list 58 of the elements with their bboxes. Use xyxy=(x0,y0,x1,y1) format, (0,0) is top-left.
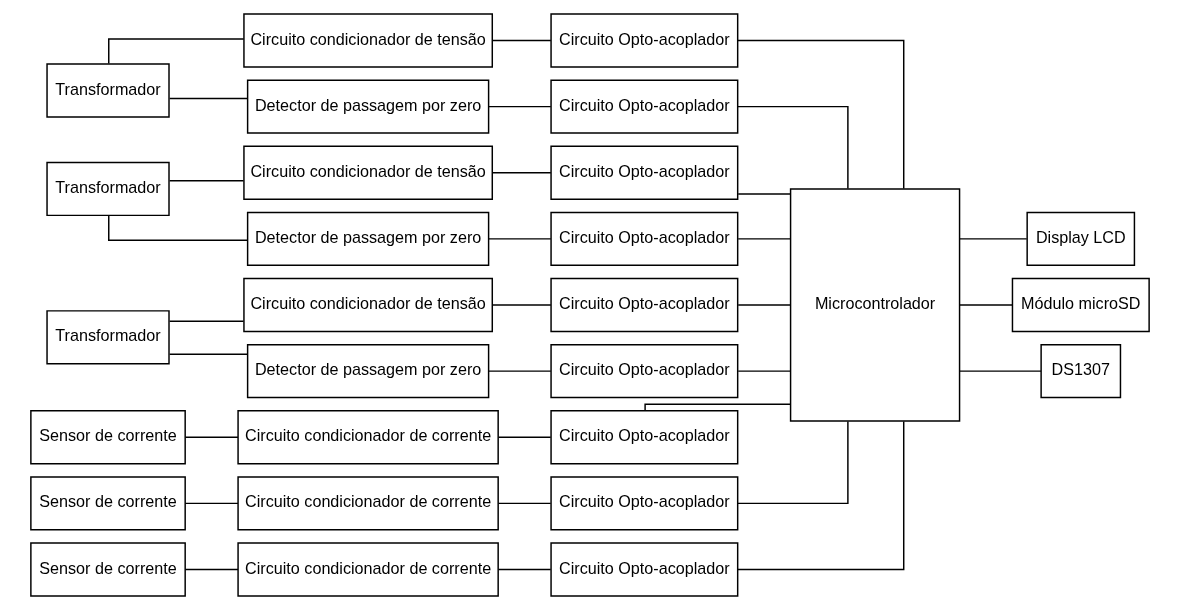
node-box: Display LCD xyxy=(1025,211,1135,267)
node-box: Circuito Opto-acoplador xyxy=(549,542,738,597)
node-box: Circuito Opto-acoplador xyxy=(549,277,738,333)
connector xyxy=(168,320,244,322)
connector xyxy=(184,502,239,505)
connector xyxy=(958,238,1027,240)
node-box: Transformador xyxy=(45,310,170,365)
node-box: Circuito Opto-acoplador xyxy=(549,476,738,531)
node-box: Detector de passagem por zero xyxy=(246,343,489,399)
connector xyxy=(487,370,552,372)
node-box: DS1307 xyxy=(1039,343,1121,399)
node-box: Circuito condicionador de corrente xyxy=(236,410,499,465)
node-box: Transformador xyxy=(45,63,170,118)
node-box: Sensor de corrente xyxy=(29,476,186,531)
connector xyxy=(643,403,791,412)
node-box: Circuito Opto-acoplador xyxy=(549,410,738,465)
connector xyxy=(958,370,1042,372)
connector xyxy=(497,436,551,438)
connector xyxy=(107,38,244,65)
node-box: Circuito Opto-acoplador xyxy=(549,13,738,68)
node-box: Circuito Opto-acoplador xyxy=(549,79,738,134)
node-box: Circuito Opto-acoplador xyxy=(549,343,738,399)
connector xyxy=(487,105,552,108)
connector xyxy=(107,215,248,242)
node-box: Sensor de corrente xyxy=(29,410,186,465)
connector xyxy=(736,420,849,505)
connector xyxy=(736,420,904,571)
connector xyxy=(736,105,849,190)
node-box: Circuito condicionador de tensão xyxy=(242,277,493,333)
connector xyxy=(168,180,244,182)
connector xyxy=(497,568,551,571)
node-box: Circuito Opto-acoplador xyxy=(549,145,738,200)
node-box: Circuito Opto-acoplador xyxy=(549,211,738,267)
node-box: Detector de passagem por zero xyxy=(246,79,489,134)
connector xyxy=(736,193,791,195)
node-box: Detector de passagem por zero xyxy=(246,211,489,267)
node-box: Circuito condicionador de corrente xyxy=(236,542,499,597)
connector xyxy=(736,370,791,372)
node-box: Microcontrolador xyxy=(789,188,960,422)
node-box: Circuito condicionador de tensão xyxy=(242,145,493,200)
node-box: Módulo microSD xyxy=(1011,277,1150,333)
connector xyxy=(736,238,791,240)
connector xyxy=(736,39,904,190)
connector xyxy=(491,172,552,174)
connector xyxy=(168,353,248,355)
connector xyxy=(491,39,552,42)
connector xyxy=(168,97,248,100)
connector xyxy=(958,304,1013,306)
node-box: Circuito condicionador de corrente xyxy=(236,476,499,531)
connector xyxy=(184,436,239,438)
node-box: Sensor de corrente xyxy=(29,542,186,597)
node-box: Transformador xyxy=(45,161,170,217)
connector xyxy=(184,568,239,571)
connector xyxy=(736,304,791,306)
connector xyxy=(491,304,552,306)
connector xyxy=(497,502,551,505)
connector xyxy=(487,238,552,240)
node-box: Circuito condicionador de tensão xyxy=(242,13,493,68)
